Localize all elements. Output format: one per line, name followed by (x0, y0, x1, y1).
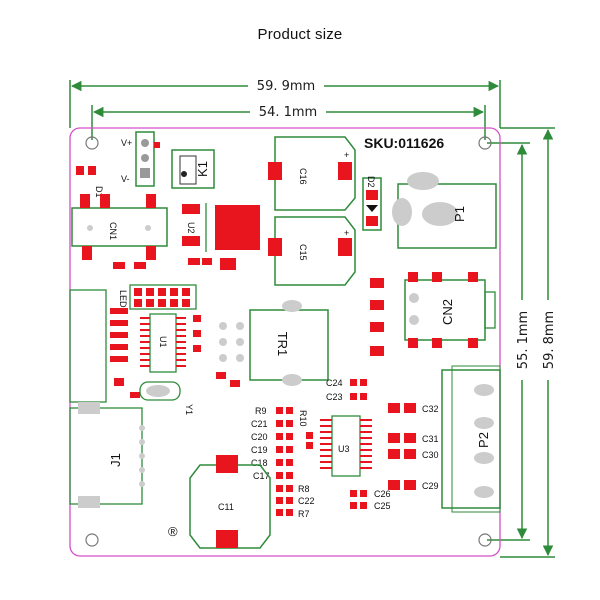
capacitor-c11: C11 (189, 455, 271, 549)
connector-cn2: CN2 (370, 272, 496, 356)
p2-label: P2 (476, 432, 491, 448)
connector-j1: J1 (69, 402, 145, 508)
c22-label: C22 (298, 496, 315, 506)
switch-k1: K1 (171, 149, 215, 189)
tr1-label: TR1 (275, 332, 290, 357)
chip-u1: U1 (140, 313, 201, 373)
connector-p1: P1 (392, 172, 497, 249)
c18-label: C18 (251, 458, 268, 468)
vminus-label: V- (121, 174, 130, 184)
p1-label: P1 (452, 206, 467, 222)
c20-label: C20 (251, 432, 268, 442)
diode-d1: D1 (76, 166, 104, 198)
caps-right: C32 C31 C30 C29 (388, 403, 439, 491)
cn1-label: CN1 (108, 222, 118, 240)
r7-label: R7 (298, 509, 310, 519)
y1-label: Y1 (184, 404, 194, 415)
dimension-width-outer: 59. 9mm (69, 78, 501, 128)
diode-d2: D2 (362, 176, 382, 231)
r10-label: R10 (298, 410, 308, 427)
c32-label: C32 (422, 404, 439, 414)
svg-text:+: + (344, 150, 349, 160)
c25-label: C25 (374, 501, 391, 511)
c26-label: C26 (374, 489, 391, 499)
page-title: Product size (257, 26, 343, 43)
via-pads (216, 322, 244, 387)
registered-mark: ® (168, 524, 178, 539)
svg-text:+: + (344, 228, 349, 238)
connector-p2: P2 (441, 365, 501, 513)
smd-row-top (113, 258, 236, 270)
c29-label: C29 (422, 481, 439, 491)
width-hole-label: 54. 1mm (259, 105, 317, 120)
c19-label: C19 (251, 445, 268, 455)
width-outer-label: 59. 9mm (257, 79, 315, 94)
u2-label: U2 (186, 222, 196, 234)
dimension-height-hole: 55. 1mm (487, 142, 531, 541)
d2-label: D2 (366, 176, 376, 188)
c11-label: C11 (218, 502, 234, 512)
power-header: V+ V- (121, 131, 160, 187)
k1-label: K1 (195, 161, 210, 177)
led-label: LED (118, 290, 128, 308)
c21-label: C21 (251, 419, 268, 429)
r9-label: R9 (255, 406, 267, 416)
capacitor-c15: + C15 (268, 216, 356, 286)
j1-label: J1 (108, 453, 123, 467)
connector-cn1: CN1 (71, 194, 168, 260)
height-hole-label: 55. 1mm (516, 311, 531, 369)
u3-label: U3 (338, 444, 350, 454)
r8-label: R8 (298, 484, 310, 494)
crystal-y1: Y1 (130, 381, 194, 415)
u1-label: U1 (158, 336, 168, 348)
dimension-height-outer: 59. 8mm (500, 127, 557, 558)
regulator-u2: U2 (182, 203, 260, 252)
transformer-tr1: TR1 (249, 300, 329, 386)
rc-column: R9 C21 C20 C19 C18 C17 R10 R8 C22 R7 (251, 406, 315, 519)
dimension-width-hole: 54. 1mm (91, 104, 486, 140)
caps-c24-c23: C24 C23 (326, 378, 367, 402)
c17-label: C17 (253, 471, 270, 481)
height-outer-label: 59. 8mm (542, 311, 557, 369)
c16-label: C16 (298, 168, 308, 185)
c23-label: C23 (326, 392, 343, 402)
chip-u3: U3 (320, 415, 372, 477)
mounting-holes (85, 136, 492, 547)
capacitor-c16: + C16 (268, 136, 356, 211)
led-array: LED (118, 284, 197, 310)
d1-label: D1 (94, 186, 104, 198)
c30-label: C30 (422, 450, 439, 460)
cn2-label: CN2 (440, 299, 455, 325)
caps-c26-c25: C26 C25 (350, 489, 391, 511)
vplus-label: V+ (121, 138, 132, 148)
c24-label: C24 (326, 378, 343, 388)
c31-label: C31 (422, 434, 439, 444)
c15-label: C15 (298, 244, 308, 261)
sku-label: SKU:011626 (364, 135, 444, 151)
